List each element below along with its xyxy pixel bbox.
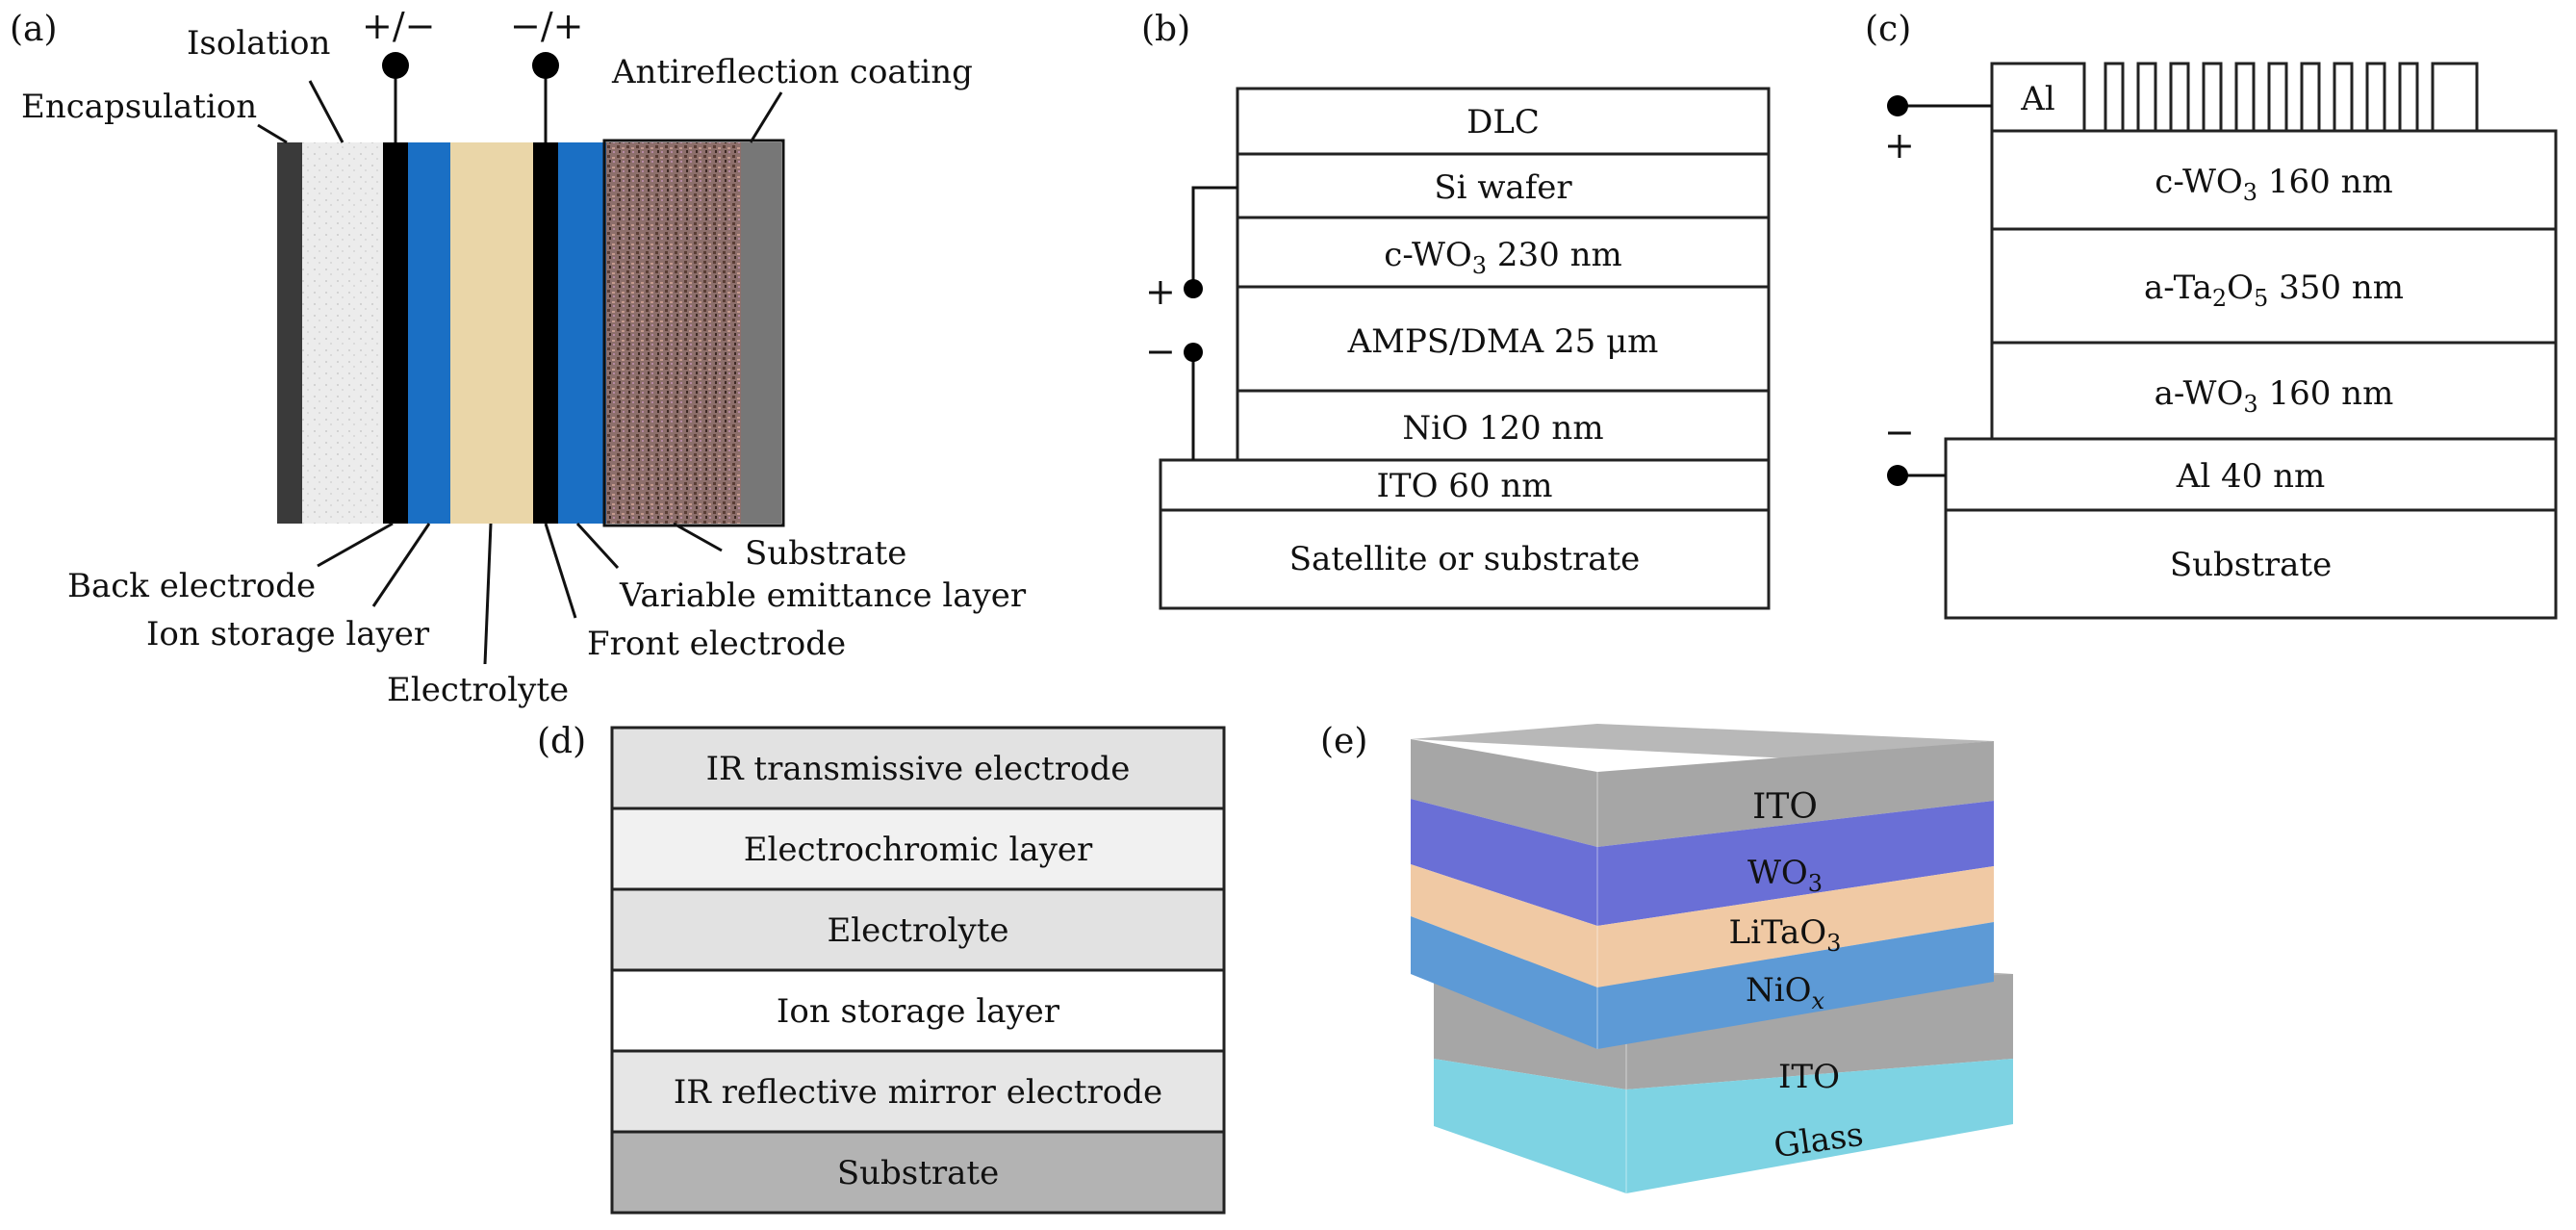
wo3: [1411, 799, 1994, 926]
c-minus-dot: [1887, 465, 1908, 486]
layer-c-awo3: [1990, 341, 2558, 441]
layer-encapsulation: [277, 142, 302, 524]
top-ito-text: ITO: [1752, 787, 1818, 827]
panel-c: (c) Al c-WO3 160 nm a-Ta2O5 350 nm a-WO3…: [1865, 10, 2558, 620]
layer-ion-storage-front: [558, 142, 606, 524]
layer-electrolyte: [450, 142, 533, 524]
b-plus-sign: +: [1145, 270, 1176, 313]
panel-d: (d) IR transmissive electrodeElectrochro…: [537, 722, 1226, 1215]
c-plus-dot: [1887, 95, 1908, 116]
panel-e-label: (e): [1320, 722, 1367, 761]
b-minus-sign: −: [1145, 330, 1176, 372]
layer-c-awo3-text: a-WO3 160 nm: [2155, 374, 2394, 418]
layer-ito-text: ITO 60 nm: [1377, 467, 1553, 505]
variable-emittance-leader: [575, 522, 620, 570]
niox-text: NiOx: [1746, 971, 1825, 1014]
encapsulation-label: Encapsulation: [21, 88, 257, 126]
niox: [1411, 916, 1994, 1049]
d-layer-text-1: Electrochromic layer: [744, 831, 1093, 869]
layer-ito: [1159, 458, 1771, 512]
layer-ion-storage: [408, 142, 450, 524]
glass: [1434, 1059, 2013, 1193]
panel-d-label: (d): [537, 722, 586, 761]
antireflection-label: Antireflection coating: [611, 53, 973, 91]
panel-b-label: (b): [1141, 10, 1190, 49]
ion-storage-leader: [371, 523, 431, 607]
wo3-text: WO3: [1747, 854, 1823, 897]
top-ito: [1411, 739, 1994, 847]
layer-variable-emittance: [606, 142, 741, 524]
d-layer-text-4: IR reflective mirror electrode: [674, 1073, 1162, 1112]
right-terminal-label: −/+: [510, 5, 583, 47]
litao3-text: LiTaO3: [1729, 913, 1842, 957]
left-terminal-dot: [382, 52, 409, 79]
layer-nio-text: NiO 120 nm: [1402, 409, 1603, 448]
layer-dlc-text: DLC: [1467, 103, 1540, 141]
layer-c-substrate: [1944, 508, 2558, 620]
electrolyte-leader: [483, 523, 493, 665]
litao3: [1411, 864, 1994, 987]
b-plus-dot: [1184, 279, 1203, 298]
d-layer-3: [610, 968, 1226, 1053]
d-layer-text-5: Substrate: [837, 1154, 999, 1192]
layer-cwo3-text: c-WO3 230 nm: [1384, 236, 1621, 279]
right-terminal-dot: [532, 52, 559, 79]
layer-cwo3: [1236, 216, 1771, 289]
variable-emittance-label: Variable emittance layer: [619, 577, 1027, 615]
al-top-text: Al: [2020, 80, 2054, 118]
layer-amps: [1236, 285, 1771, 393]
panel-a: (a) +/− −/+ Encapsulation Isolation Anti…: [10, 5, 1027, 709]
al-comb-fingers: [2104, 62, 2479, 133]
panel-e: (e) ITO WO3 LiTaO3 NiOx ITO Glass: [1320, 722, 2013, 1193]
panel-a-label: (a): [10, 10, 58, 49]
layer-amps-text: AMPS/DMA 25 μm: [1347, 322, 1659, 361]
top-ito-top-face: [1411, 724, 1994, 758]
d-layer-text-3: Ion storage layer: [777, 992, 1060, 1031]
front-electrode-label: Front electrode: [587, 625, 846, 663]
antireflection-leader: [749, 91, 783, 143]
electrolyte-label: Electrolyte: [387, 671, 569, 709]
layer-dlc: [1236, 87, 1771, 156]
b-plus-wire: [1191, 186, 1237, 289]
layer-back-electrode: [383, 142, 408, 524]
left-terminal-label: +/−: [362, 5, 435, 47]
panel-d-stack: IR transmissive electrodeElectrochromic …: [610, 726, 1226, 1215]
layer-c-substrate-text: Substrate: [2170, 546, 2332, 584]
layer-c-cwo3-text: c-WO3 160 nm: [2155, 163, 2392, 206]
panel-b: (b) DLC Si wafer c-WO3 230 nm AMPS/DMA 2…: [1141, 10, 1771, 610]
layer-c-cwo3: [1990, 129, 2558, 231]
panel-c-label: (c): [1865, 10, 1911, 49]
layer-front-electrode: [533, 142, 558, 524]
ion-storage-label: Ion storage layer: [146, 615, 430, 653]
d-layer-2: [610, 887, 1226, 972]
b-minus-dot: [1184, 343, 1203, 362]
d-layer-text-0: IR transmissive electrode: [706, 750, 1131, 788]
layer-satellite-text: Satellite or substrate: [1289, 540, 1641, 578]
d-layer-text-2: Electrolyte: [827, 911, 1008, 950]
substrate-leader: [673, 522, 723, 552]
layer-isolation: [302, 142, 383, 524]
layer-si-text: Si wafer: [1434, 168, 1572, 207]
layer-c-ta2o5: [1990, 227, 2558, 345]
layer-substrate: [741, 142, 781, 524]
c-minus-sign: −: [1884, 411, 1915, 453]
layer-c-al40-text: Al 40 nm: [2176, 457, 2325, 496]
front-electrode-leader: [544, 523, 577, 619]
substrate-label-a: Substrate: [745, 534, 906, 573]
back-electrode-leader: [317, 522, 394, 568]
layer-satellite: [1159, 508, 1771, 610]
layer-si-wafer: [1236, 152, 1771, 219]
layer-c-ta2o5-text: a-Ta2O5 350 nm: [2144, 269, 2404, 312]
encapsulation-leader: [257, 123, 288, 144]
front-stack-outline: [602, 139, 785, 527]
isolation-leader: [308, 80, 344, 143]
c-plus-sign: +: [1884, 124, 1915, 167]
d-layer-0: [610, 726, 1226, 810]
d-layer-1: [610, 807, 1226, 891]
isolation-label: Isolation: [187, 24, 330, 63]
back-electrode-label: Back electrode: [67, 567, 316, 605]
d-layer-5: [610, 1130, 1226, 1215]
bottom-ito-text: ITO: [1778, 1058, 1840, 1096]
